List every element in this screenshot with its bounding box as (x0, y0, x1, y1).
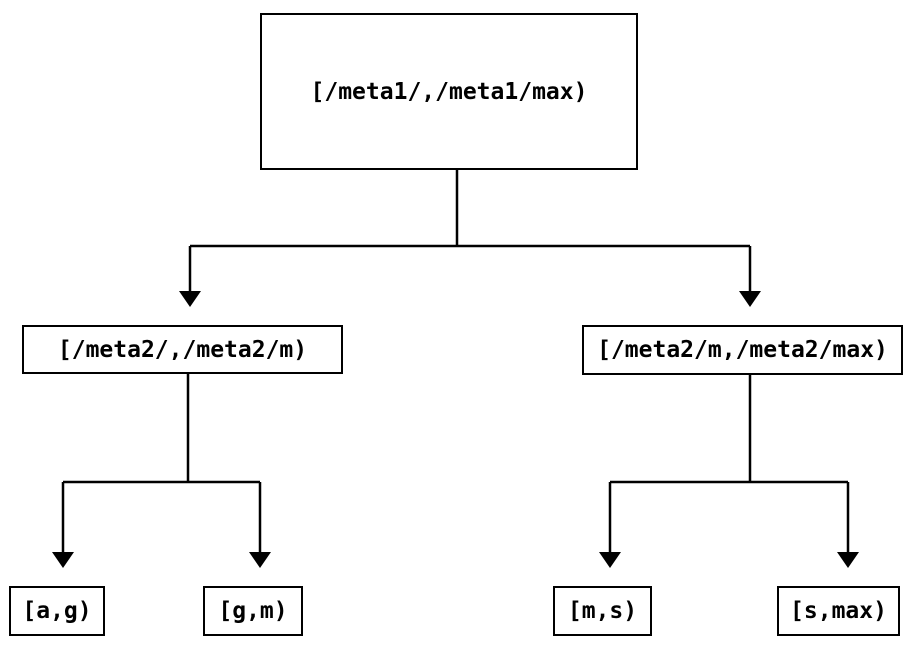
arrowhead-down-icon (179, 291, 201, 307)
arrowhead-down-icon (837, 552, 859, 568)
node-leaf-m-s: [m,s) (553, 586, 652, 636)
arrowhead-down-icon (739, 291, 761, 307)
arrowhead-down-icon (52, 552, 74, 568)
arrowhead-down-icon (249, 552, 271, 568)
node-leaf-g-m: [g,m) (203, 586, 303, 636)
node-root-interval: [/meta1/,/meta1/max) (260, 13, 638, 170)
node-leaf-s-max: [s,max) (777, 586, 900, 636)
arrowhead-down-icon (599, 552, 621, 568)
node-meta2-upper-interval: [/meta2/m,/meta2/max) (582, 325, 903, 375)
node-leaf-a-g: [a,g) (9, 586, 105, 636)
node-meta2-lower-interval: [/meta2/,/meta2/m) (22, 325, 343, 374)
